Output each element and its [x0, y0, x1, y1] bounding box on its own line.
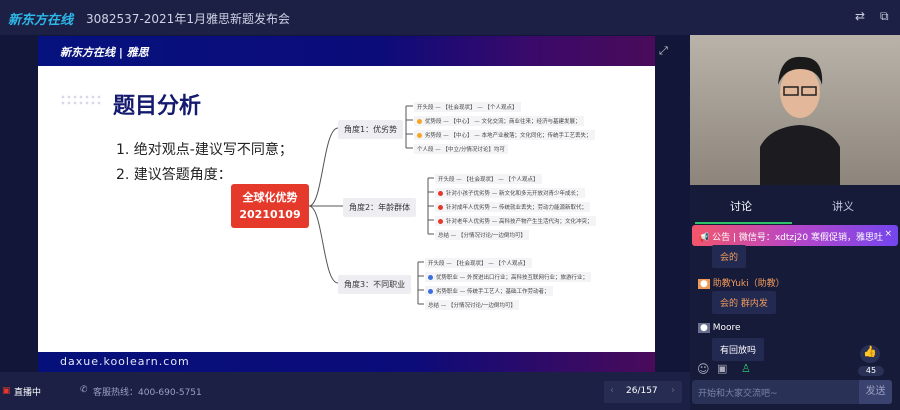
slide-logo: 新东方在线 | 雅思 — [60, 46, 149, 59]
branch-2: 角度2：年龄群体 — [343, 198, 417, 217]
popout-icon[interactable]: ⧉ — [880, 9, 889, 23]
chat-message: 有回放吗 — [712, 338, 765, 361]
leaf: 开头段 — 【社会现状】 — 【个人观点】 — [425, 258, 532, 268]
hotline: 客服热线：400-690-5751 — [93, 388, 202, 398]
leaf: 劣势段 — 【中心】 — 本地产业敝落；文化同化；传统手工艺丢失； — [414, 130, 595, 140]
point-2: 2. 建议答题角度： — [116, 167, 232, 183]
chat-message: 会的 群内发 — [712, 291, 776, 314]
decor-dots — [60, 94, 102, 106]
mindmap-connectors — [308, 105, 434, 305]
top-bar: 新东方在线 3082537-2021年1月雅思新题发布会 ⇄ ⧉ — [0, 0, 900, 35]
user-avatar-icon: ● — [698, 323, 710, 333]
like-icon[interactable]: 👍 — [860, 345, 880, 363]
footer-url: daxue.koolearn.com — [60, 355, 190, 368]
switch-icon[interactable]: ⇄ — [855, 9, 866, 23]
tab-discussion[interactable]: 讨论 — [730, 200, 752, 213]
announcement-banner[interactable]: 📢 公告 | 微信号：xdtzj20 寒假促销，雅思吐× — [692, 225, 898, 246]
leaf: 优势段 — 【中心】 — 文化交流；商业往来；经济与基建发展； — [414, 116, 584, 126]
point-1: 1. 绝对观点-建议写不同意； — [116, 142, 293, 158]
slide-footer: daxue.koolearn.com — [38, 352, 655, 372]
screen-icon[interactable]: ▣ — [717, 362, 728, 375]
page-navigator: ‹ 26/157 › — [604, 381, 682, 403]
window-title: 3082537-2021年1月雅思新题发布会 — [86, 12, 290, 26]
fullscreen-icon[interactable]: ⤢ — [659, 44, 668, 57]
next-page-icon[interactable]: › — [671, 385, 675, 396]
phone-icon: ✆ — [80, 385, 88, 395]
like-count: 45 — [858, 366, 884, 376]
leaf: 个人段 — 【中立/分情况讨论】均可 — [414, 144, 508, 154]
leaf: 总结 — 【分情况讨论/一边倒均可】 — [425, 300, 519, 310]
teacher-video — [690, 35, 900, 185]
branch-3: 角度3：不同职业 — [338, 275, 412, 294]
emoji-icon[interactable]: ☺ — [697, 362, 710, 376]
prev-page-icon[interactable]: ‹ — [610, 385, 614, 396]
active-tab-indicator — [695, 222, 792, 224]
close-icon[interactable]: × — [884, 229, 892, 239]
leaf: 总结 — 【分情况讨论/一边倒均可】 — [435, 230, 529, 240]
leaf: 优势职业 — 外贸进出口行业；高科技互联网行业；旅游行业； — [425, 272, 591, 282]
slide-title: 题目分析 — [113, 94, 202, 119]
chat-placeholder: 开始和大家交流吧~ — [698, 389, 778, 399]
branch-1: 角度1：优劣势 — [338, 120, 404, 139]
orange-dot-icon — [417, 119, 422, 124]
bottom-bar: ▣ 直播中 ✆ 客服热线：400-690-5751 ‹ 26/157 › — [0, 372, 690, 410]
leaf: 劣势职业 — 传统手工艺人；基础工作劳动者； — [425, 286, 553, 296]
orange-dot-icon — [417, 133, 422, 138]
leaf: 针对小孩子优劣势 — 新文化和多元开放对青少年成长； — [435, 188, 585, 198]
slide-header: 新东方在线 | 雅思 — [38, 36, 655, 66]
blue-dot-icon — [428, 289, 433, 294]
chat-user: ● Moore — [698, 323, 741, 333]
leaf: 针对成年人优劣势 — 传统就业丢失；劳动力能源新取代； — [435, 202, 590, 212]
blue-dot-icon — [428, 275, 433, 280]
slide: 新东方在线 | 雅思 题目分析 1. 绝对观点-建议写不同意； 2. 建议答题角… — [38, 36, 655, 372]
tab-handout[interactable]: 讲义 — [832, 200, 854, 213]
page-indicator: 26/157 — [626, 386, 658, 396]
live-icon: ▣ — [2, 386, 11, 396]
red-dot-icon — [438, 191, 443, 196]
leaf: 开头段 — 【社会现状】 — 【个人观点】 — [414, 102, 521, 112]
chat-user: ● 助教Yuki（助教） — [698, 279, 785, 289]
red-dot-icon — [438, 219, 443, 224]
app-logo: 新东方在线 — [8, 13, 74, 28]
send-button[interactable]: 发送 — [859, 380, 892, 404]
leaf: 针对老年人优劣势 — 高科技产物产生生活代沟；文化冲突； — [435, 216, 596, 226]
assistant-avatar-icon: ● — [698, 279, 710, 289]
chat-message: 会的 — [712, 245, 747, 268]
user-icon[interactable]: ♙ — [741, 362, 751, 375]
red-dot-icon — [438, 205, 443, 210]
leaf: 开头段 — 【社会现状】 — 【个人观点】 — [435, 174, 542, 184]
panel-tabs: 讨论 讲义 — [690, 190, 900, 222]
chat-input[interactable]: 开始和大家交流吧~ 发送 — [692, 380, 892, 404]
live-status: 直播中 — [14, 388, 42, 398]
teacher-figure — [760, 56, 840, 185]
